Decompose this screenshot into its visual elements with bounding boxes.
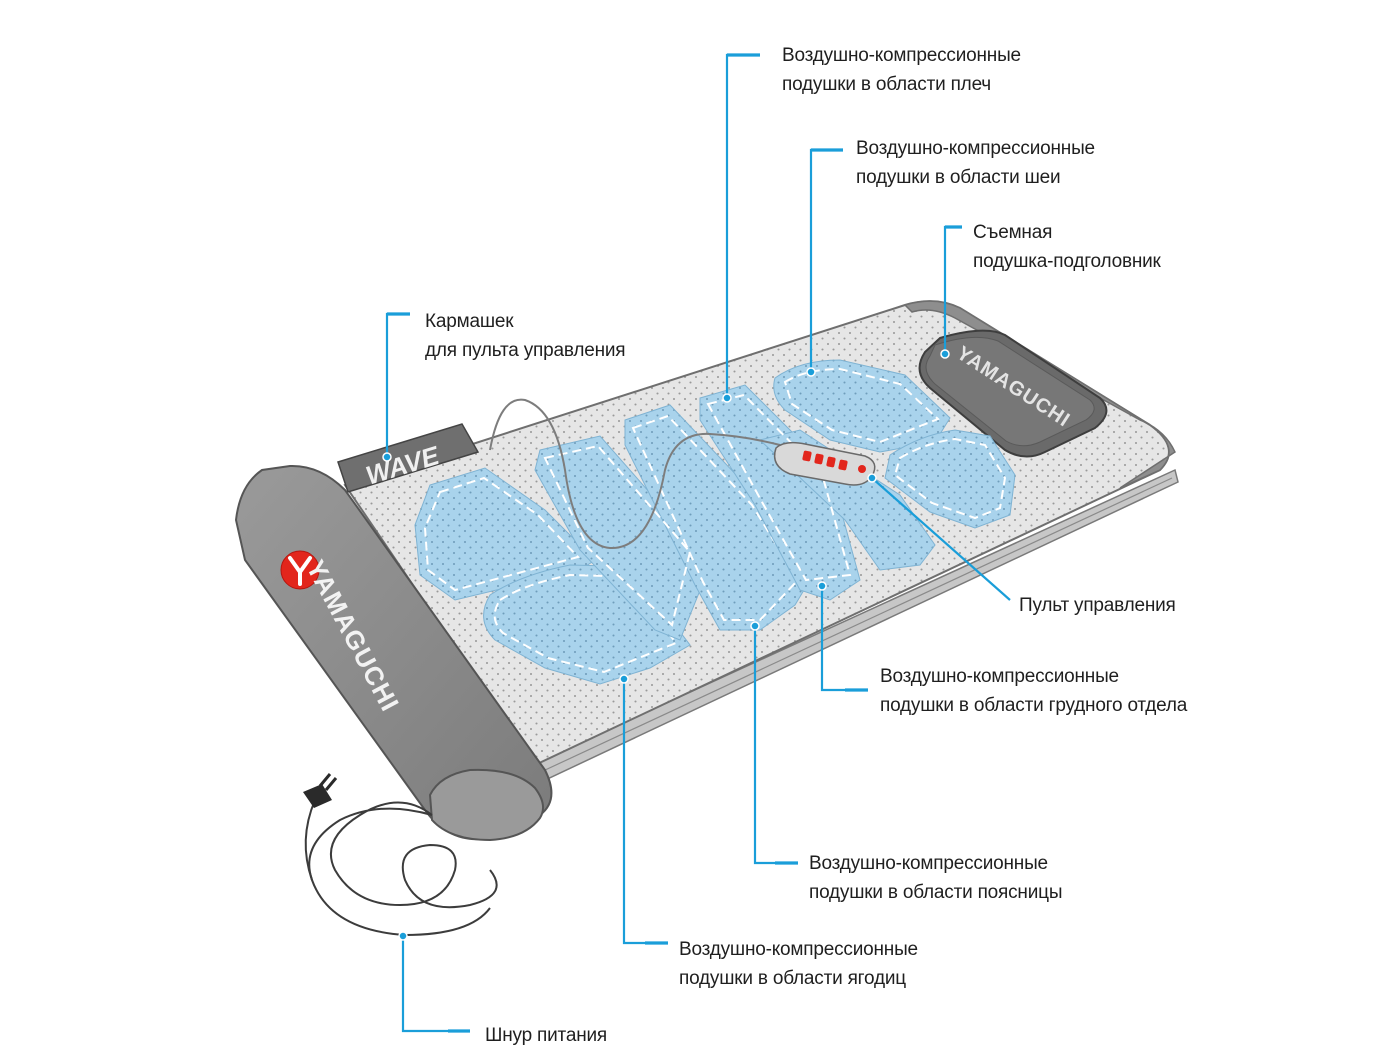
remote-button-4[interactable]	[838, 459, 848, 471]
brand-logo-mark	[288, 556, 312, 586]
cushion-lumbar-stitch-2	[631, 414, 800, 621]
cushion-chest-stitch	[706, 393, 852, 582]
power-cord	[303, 773, 498, 937]
label-cord: Шнур питания	[485, 1025, 607, 1046]
label-shoulders: Воздушно-компрессионные подушки в област…	[782, 45, 1026, 95]
power-cord-wire	[308, 801, 498, 937]
cushion-glute-left-stitch	[423, 476, 580, 592]
cushion-lumbar-right	[624, 404, 811, 631]
label-glutes: Воздушно-компрессионные подушки в област…	[679, 939, 923, 989]
headrest-pillow[interactable]: YAMAGUCHI	[918, 329, 1108, 458]
foot-roll-end	[428, 768, 545, 842]
label-chest: Воздушно-компрессионные подушки в област…	[880, 666, 1188, 716]
label-lumbar: Воздушно-компрессионные подушки в област…	[809, 853, 1062, 903]
leader-lines	[382, 53, 1011, 1033]
plug-icon	[303, 784, 332, 808]
remote-button-1[interactable]	[802, 450, 812, 462]
label-headrest: Съемная подушка-подголовник	[973, 222, 1162, 272]
headrest-top	[925, 336, 1095, 447]
mat-head-border	[903, 300, 1176, 489]
remote-control[interactable]	[773, 441, 876, 486]
label-neck: Воздушно-компрессионные подушки в област…	[856, 138, 1100, 188]
remote-button-2[interactable]	[814, 453, 824, 465]
plug-prongs	[318, 773, 338, 791]
cushion-lumbar-stitch	[543, 444, 692, 627]
cushion-neck	[773, 359, 951, 453]
label-pocket: Кармашек для пульта управления	[425, 311, 625, 361]
plug-cable	[304, 799, 316, 881]
cushion-chest-left	[699, 384, 861, 601]
remote-cable	[489, 398, 781, 550]
cushion-shoulder-right	[884, 429, 1016, 529]
cushion-neck-stitch	[783, 367, 940, 444]
remote-button-3[interactable]	[826, 456, 836, 468]
foot-roll: YAMAGUCHI	[234, 464, 553, 842]
remote-power-button[interactable]	[858, 465, 866, 473]
pocket-flap	[337, 423, 480, 493]
callout-labels: Воздушно-компрессионные подушки в област…	[425, 45, 1188, 1046]
cushion-lumbar-left	[534, 435, 706, 641]
label-remote: Пульт управления	[1019, 595, 1176, 616]
massage-mat: YAMAGUCHI WAVE YAMAGUCHI	[234, 300, 1179, 842]
mat-side-seam	[527, 477, 1173, 779]
